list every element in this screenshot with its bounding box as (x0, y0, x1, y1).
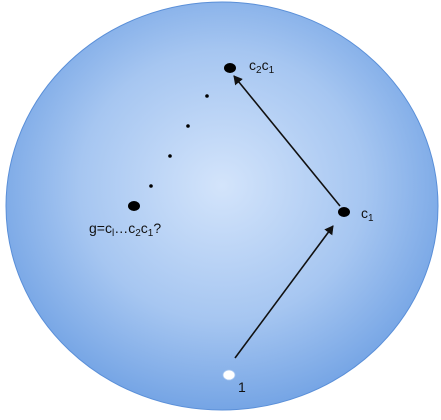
label-c2c1: c2c1 (249, 57, 275, 76)
node-g (128, 201, 140, 211)
node-c1 (338, 207, 350, 217)
edge-start-to-c1 (234, 225, 334, 359)
edge-c1-to-c2c1 (233, 75, 341, 207)
node-start (222, 369, 236, 381)
ellipsis-dot (168, 154, 172, 158)
ellipsis-dot (149, 184, 153, 188)
label-start: 1 (238, 379, 246, 395)
ellipsis-dot (186, 124, 190, 128)
dotted-path (149, 94, 209, 188)
group-disc (5, 1, 439, 411)
label-c1: c1 (361, 205, 374, 224)
node-c2c1 (224, 63, 236, 73)
label-g: g=cl…c2c1? (89, 220, 162, 239)
ellipsis-dot (205, 94, 209, 98)
